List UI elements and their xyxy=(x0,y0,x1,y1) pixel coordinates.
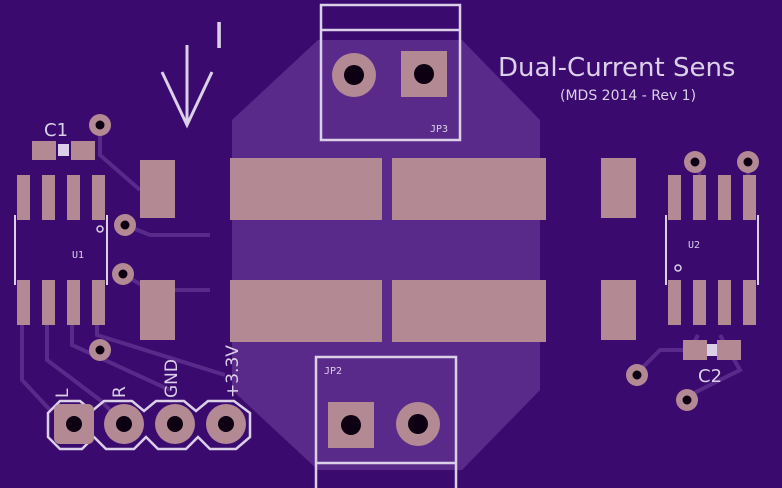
via xyxy=(89,339,111,361)
header-drill xyxy=(218,416,234,432)
header-drill xyxy=(66,416,82,432)
u1-pad xyxy=(17,280,30,325)
header-outline xyxy=(46,399,252,451)
via xyxy=(626,364,648,386)
jp2-label: JP2 xyxy=(324,366,342,377)
u2-pad xyxy=(668,175,681,220)
arrow-head xyxy=(160,71,214,129)
u2-chip: U2 xyxy=(665,175,759,325)
c1-pad xyxy=(71,141,95,160)
u1-pad xyxy=(92,175,105,220)
pin-label-r: R xyxy=(110,386,130,398)
shunt-pad xyxy=(392,158,546,220)
via xyxy=(114,214,136,236)
board-title: Dual-Current Sens xyxy=(498,53,735,83)
via xyxy=(684,151,706,173)
c1-body xyxy=(58,144,69,156)
pin-header: L R GND +3.3V xyxy=(46,345,252,451)
board-subtitle: (MDS 2014 - Rev 1) xyxy=(560,88,696,104)
u1-pad xyxy=(42,280,55,325)
u2-pad xyxy=(718,175,731,220)
trace xyxy=(20,320,52,412)
u1-pin1-marker xyxy=(96,225,104,233)
via-group xyxy=(89,114,759,411)
current-arrow: I xyxy=(160,16,225,129)
pin-label-3v3: +3.3V xyxy=(223,345,243,398)
jp2-drill xyxy=(408,414,428,434)
jp2-outline xyxy=(314,355,458,488)
jp3-drill xyxy=(344,65,364,85)
u2-pad xyxy=(668,280,681,325)
shunt-pad xyxy=(601,158,636,218)
u2-pad xyxy=(743,175,756,220)
shunt-pad xyxy=(392,280,546,342)
pin-label-gnd: GND xyxy=(162,359,182,398)
u2-label: U2 xyxy=(688,240,700,251)
c2-pad xyxy=(683,340,707,360)
header-drill xyxy=(116,416,132,432)
c1-pad xyxy=(32,141,56,160)
jp3-connector: JP3 xyxy=(319,3,462,142)
u1-pad xyxy=(17,175,30,220)
jp3-outline xyxy=(319,3,462,142)
c2-pad xyxy=(717,340,741,360)
u1-pad xyxy=(92,280,105,325)
u1-pad xyxy=(42,175,55,220)
c2-body xyxy=(707,344,717,356)
pin-label-l: L xyxy=(53,388,73,398)
c2-label: C2 xyxy=(698,366,722,387)
u1-pad xyxy=(67,280,80,325)
u1-label: U1 xyxy=(72,250,84,261)
jp3-label: JP3 xyxy=(430,124,448,135)
c2-capacitor: C2 xyxy=(683,340,741,387)
jp3-drill xyxy=(414,64,434,84)
via xyxy=(737,151,759,173)
shunt-pad xyxy=(601,280,636,340)
u2-pad xyxy=(693,175,706,220)
c1-label: C1 xyxy=(44,120,68,141)
shunt-pads xyxy=(140,158,636,342)
copper-pour xyxy=(232,40,540,470)
current-symbol: I xyxy=(214,16,225,57)
shunt-pad xyxy=(230,280,382,342)
jp2-drill xyxy=(341,415,361,435)
via xyxy=(89,114,111,136)
u1-chip: U1 xyxy=(14,175,108,325)
shunt-pad xyxy=(140,160,175,218)
u2-pad xyxy=(743,280,756,325)
trace xyxy=(70,320,171,392)
shunt-pad xyxy=(230,158,382,220)
c1-capacitor: C1 xyxy=(32,120,95,160)
u1-pad xyxy=(67,175,80,220)
u2-pad xyxy=(718,280,731,325)
u2-pin1-marker xyxy=(674,264,682,272)
shunt-pad xyxy=(140,280,175,340)
header-drill xyxy=(167,416,183,432)
via xyxy=(112,263,134,285)
jp2-connector: JP2 xyxy=(314,355,458,488)
via xyxy=(676,389,698,411)
u2-pad xyxy=(693,280,706,325)
